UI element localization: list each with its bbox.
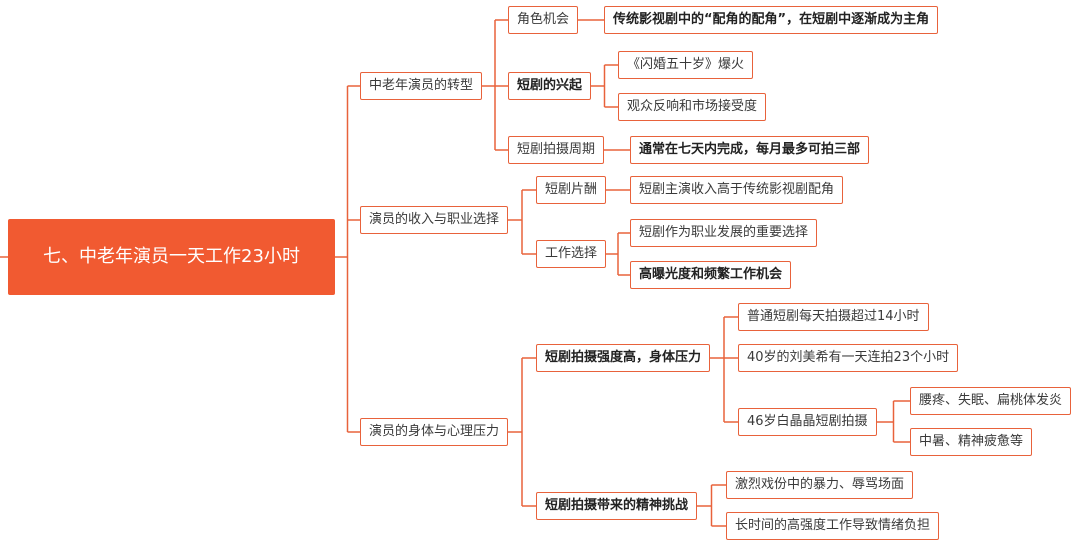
node-heatstroke-fatigue[interactable]: 中暑、精神疲惫等 <box>910 428 1033 456</box>
node-emotional-burden[interactable]: 长时间的高强度工作导致情绪负担 <box>726 512 940 540</box>
node-short-drama-pay[interactable]: 短剧片酬 <box>536 176 607 204</box>
node-bai-jingjing-shooting[interactable]: 46岁白晶晶短剧拍摄 <box>738 408 877 436</box>
node-role-opportunity[interactable]: 角色机会 <box>508 6 579 34</box>
node-liu-meixi-23-hours[interactable]: 40岁的刘美希有一天连拍23个小时 <box>738 344 959 372</box>
node-supporting-to-lead[interactable]: 传统影视剧中的“配角的配角”，在短剧中逐渐成为主角 <box>604 6 939 34</box>
node-high-intensity-physical-stress[interactable]: 短剧拍摄强度高，身体压力 <box>536 344 711 372</box>
branch-midlife-actor-transition[interactable]: 中老年演员的转型 <box>360 72 483 100</box>
node-career-important-choice[interactable]: 短剧作为职业发展的重要选择 <box>630 219 818 247</box>
root-node[interactable]: 七、中老年演员一天工作23小时 <box>8 219 335 295</box>
node-work-choice[interactable]: 工作选择 <box>536 240 607 268</box>
node-violence-abuse-scenes[interactable]: 激烈戏份中的暴力、辱骂场面 <box>726 471 914 499</box>
node-seven-days-three-per-month[interactable]: 通常在七天内完成，每月最多可拍三部 <box>630 136 870 164</box>
branch-income-career-choice[interactable]: 演员的收入与职业选择 <box>360 206 509 234</box>
node-flash-marriage-fifty-hit[interactable]: 《闪婚五十岁》爆火 <box>618 51 754 79</box>
node-audience-market-acceptance[interactable]: 观众反响和市场接受度 <box>618 93 767 121</box>
node-shooting-cycle[interactable]: 短剧拍摄周期 <box>508 136 605 164</box>
node-over-14-hours-daily[interactable]: 普通短剧每天拍摄超过14小时 <box>738 303 929 331</box>
node-mental-challenge[interactable]: 短剧拍摄带来的精神挑战 <box>536 492 698 520</box>
node-lead-income-higher[interactable]: 短剧主演收入高于传统影视剧配角 <box>630 176 844 204</box>
node-short-drama-rise[interactable]: 短剧的兴起 <box>508 72 592 100</box>
branch-physical-mental-pressure[interactable]: 演员的身体与心理压力 <box>360 418 509 446</box>
node-high-exposure-frequent-work[interactable]: 高曝光度和频繁工作机会 <box>630 261 792 289</box>
node-back-pain-insomnia-tonsillitis[interactable]: 腰疼、失眠、扁桃体发炎 <box>910 387 1072 415</box>
